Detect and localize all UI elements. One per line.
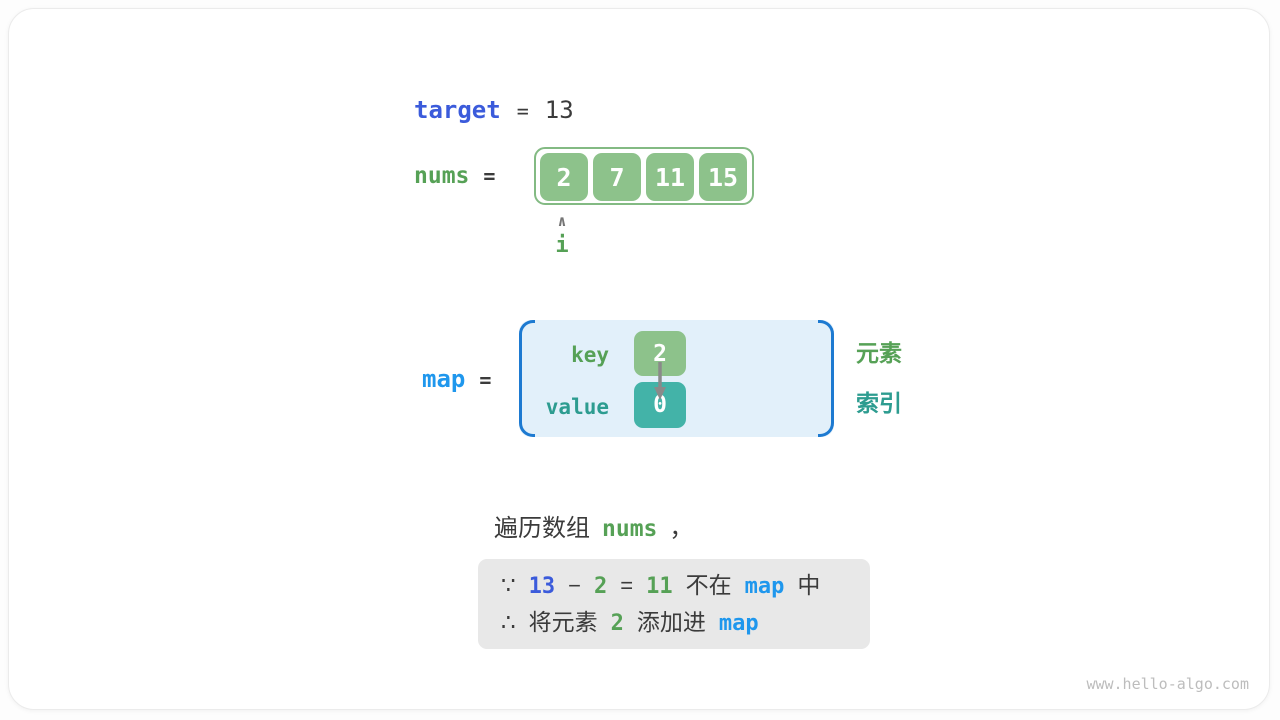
minus-sign: − (568, 572, 581, 598)
note-difference-value: 11 (646, 573, 673, 599)
index-pointer-icon: ∧ (557, 212, 567, 230)
array-cell: 11 (646, 153, 694, 201)
map-key-label: key (571, 343, 609, 367)
caption-comma: ， (669, 515, 694, 542)
map-equals: = (479, 368, 492, 392)
caption-nums-code: nums (602, 516, 658, 542)
note-add-suffix-text: 添加进 (636, 608, 706, 635)
note-line-because: ∵ 13 − 2 = 11 不在 map 中 (501, 572, 870, 600)
target-value: 13 (544, 96, 574, 124)
nums-label: nums (414, 163, 470, 189)
element-side-label: 元素 (856, 340, 902, 366)
nums-equals: = (483, 164, 496, 188)
target-label: target (414, 96, 501, 124)
note-added-value: 2 (610, 610, 624, 636)
note-map-code: map (718, 610, 759, 636)
index-side-label: 索引 (856, 390, 902, 416)
caption-line: 遍历数组 nums ， (494, 514, 693, 544)
caption-prefix: 遍历数组 (494, 515, 590, 542)
left-bracket-icon (519, 320, 535, 437)
index-pointer-label: i (555, 233, 569, 258)
reasoning-note-box: ∵ 13 − 2 = 11 不在 map 中 ∴ 将元素 2 添加进 map (478, 559, 870, 649)
array-cell: 7 (593, 153, 641, 201)
note-target-value: 13 (528, 573, 556, 599)
map-label: map (422, 365, 466, 393)
note-element-value: 2 (594, 573, 608, 599)
right-bracket-icon (818, 320, 834, 437)
array-cell: 15 (699, 153, 747, 201)
key-to-value-arrow-icon (654, 362, 666, 400)
target-expression: target = 13 (414, 96, 574, 125)
target-equals: = (516, 99, 529, 123)
therefore-symbol: ∴ (501, 608, 516, 635)
nums-array: 2 7 11 15 (534, 147, 754, 205)
map-key-cell: 2 (634, 331, 686, 376)
note-add-prefix-text: 将元素 (528, 608, 598, 635)
map-box: key 2 value 0 (519, 320, 834, 437)
watermark: www.hello-algo.com (1086, 675, 1249, 693)
note-in-suffix-text: 中 (797, 571, 821, 598)
map-expression: map = (422, 364, 491, 395)
note-map-code: map (744, 573, 785, 599)
diagram-card: target = 13 nums = 2 7 11 15 ∧ i map = k… (8, 8, 1270, 710)
note-not-in-text: 不在 (685, 571, 732, 598)
array-cell: 2 (540, 153, 588, 201)
map-value-label: value (545, 395, 609, 419)
nums-expression: nums = (414, 162, 495, 190)
because-symbol: ∵ (501, 571, 516, 598)
equals-sign: = (620, 572, 634, 598)
note-line-therefore: ∴ 将元素 2 添加进 map (501, 609, 870, 637)
